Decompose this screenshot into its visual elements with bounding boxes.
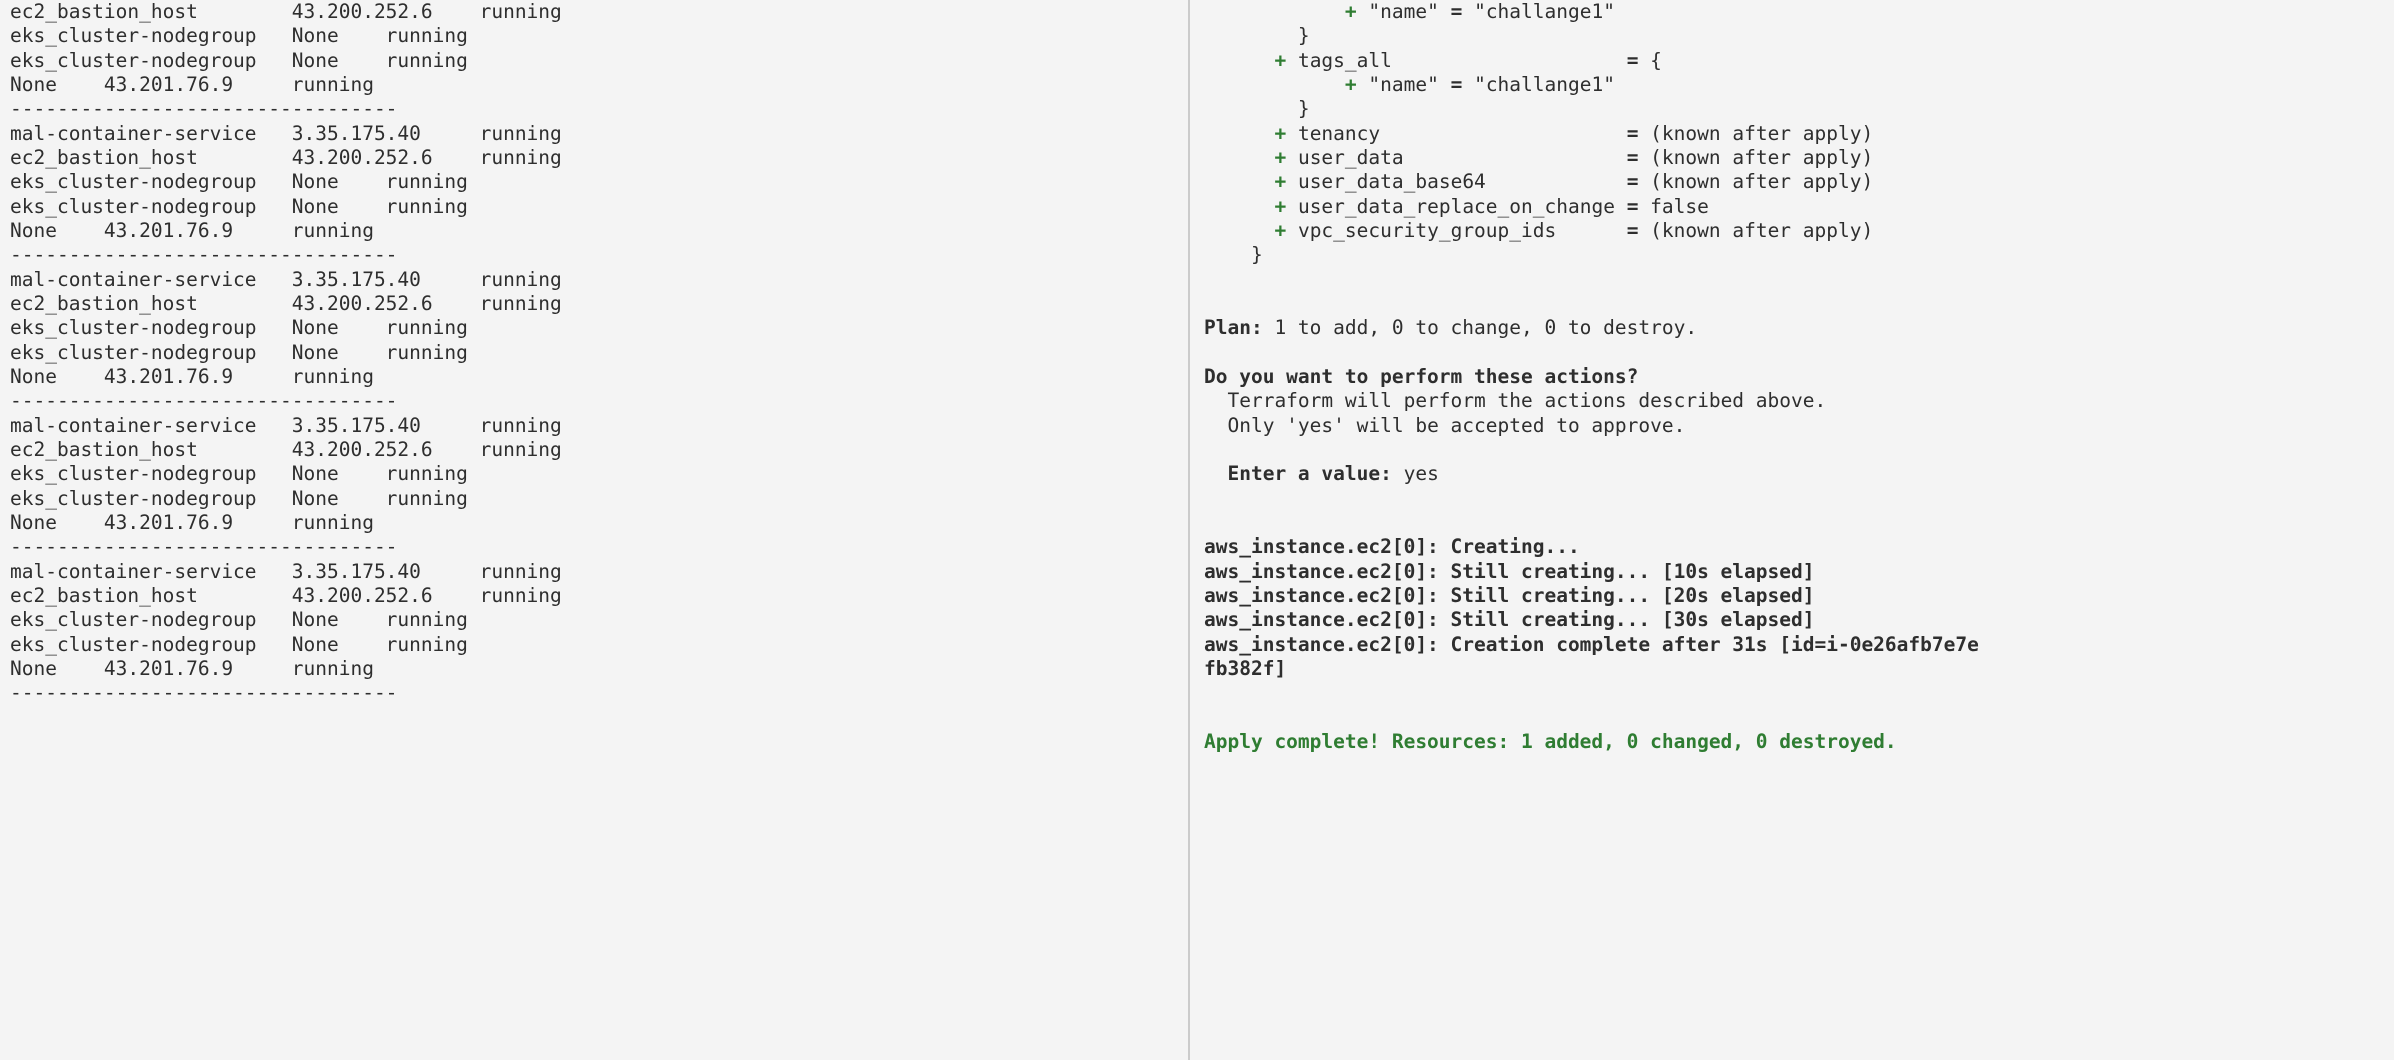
blank-line bbox=[1204, 487, 1979, 511]
apply-progress-line: aws_instance.ec2[0]: Still creating... [… bbox=[1204, 608, 1815, 632]
resource-status-line: ec2_bastion_host 43.200.252.6 running bbox=[10, 145, 562, 169]
resource-status-line: ec2_bastion_host 43.200.252.6 running bbox=[10, 0, 562, 23]
tags-all-line: + tags_all = { bbox=[1274, 48, 1662, 72]
resource-status-line: eks_cluster-nodegroup None running bbox=[10, 462, 468, 486]
resource-status-line: None 43.201.76.9 running bbox=[10, 656, 374, 680]
terraform-apply-output: + "name" = "challange1" } + tags_all = {… bbox=[1204, 0, 1979, 754]
apply-progress-line: aws_instance.ec2[0]: Creating... bbox=[1204, 535, 1580, 559]
blank-line bbox=[1204, 511, 1979, 535]
blank-line bbox=[1204, 268, 1979, 292]
separator-line: --------------------------------- bbox=[10, 681, 398, 705]
tag-name-line: + "name" = "challange1" bbox=[1344, 72, 1615, 96]
resource-status-line: eks_cluster-nodegroup None running bbox=[10, 632, 468, 656]
apply-complete-line: Apply complete! Resources: 1 added, 0 ch… bbox=[1204, 729, 1897, 753]
resource-status-line: None 43.201.76.9 running bbox=[10, 72, 374, 96]
resource-status-line: mal-container-service 3.35.175.40 runnin… bbox=[10, 121, 562, 145]
blank-line bbox=[1204, 438, 1979, 462]
blank-line bbox=[1204, 681, 1979, 705]
separator-line: --------------------------------- bbox=[10, 389, 398, 413]
resource-status-line: eks_cluster-nodegroup None running bbox=[10, 24, 468, 48]
resource-status-line: eks_cluster-nodegroup None running bbox=[10, 608, 468, 632]
resource-status-line: mal-container-service 3.35.175.40 runnin… bbox=[10, 267, 562, 291]
resource-status-line: eks_cluster-nodegroup None running bbox=[10, 48, 468, 72]
resource-status-line: ec2_bastion_host 43.200.252.6 running bbox=[10, 583, 562, 607]
blank-line bbox=[1204, 341, 1979, 365]
attribute-line-tenancy: + tenancy = (known after apply) bbox=[1274, 121, 1874, 145]
resource-status-line: None 43.201.76.9 running bbox=[10, 218, 374, 242]
resource-status-line: mal-container-service 3.35.175.40 runnin… bbox=[10, 559, 562, 583]
resource-status-line: None 43.201.76.9 running bbox=[10, 364, 374, 388]
apply-progress-line: aws_instance.ec2[0]: Still creating... [… bbox=[1204, 583, 1815, 607]
apply-progress-line: aws_instance.ec2[0]: Still creating... [… bbox=[1204, 559, 1815, 583]
close-brace-line: } bbox=[1297, 24, 1310, 48]
resource-status-line: eks_cluster-nodegroup None running bbox=[10, 170, 468, 194]
creation-complete-line-wrap: fb382f] bbox=[1204, 656, 1287, 680]
separator-line: --------------------------------- bbox=[10, 243, 398, 267]
enter-a-value-input[interactable]: Enter a value: yes bbox=[1227, 462, 1439, 486]
attribute-line-user-data-replace-on-change: + user_data_replace_on_change = false bbox=[1274, 194, 1709, 218]
separator-line: --------------------------------- bbox=[10, 535, 398, 559]
pane-divider bbox=[1188, 0, 1190, 1060]
resource-status-line: mal-container-service 3.35.175.40 runnin… bbox=[10, 413, 562, 437]
right-terminal-pane[interactable]: + "name" = "challange1" } + tags_all = {… bbox=[1190, 0, 2394, 1060]
blank-line bbox=[1204, 292, 1979, 316]
resource-status-line: eks_cluster-nodegroup None running bbox=[10, 316, 468, 340]
resource-close-brace-line: } bbox=[1250, 243, 1263, 267]
resource-status-line: ec2_bastion_host 43.200.252.6 running bbox=[10, 437, 562, 461]
separator-line: --------------------------------- bbox=[10, 97, 398, 121]
plan-summary-line: Plan: 1 to add, 0 to change, 0 to destro… bbox=[1204, 316, 1698, 340]
creation-complete-line: aws_instance.ec2[0]: Creation complete a… bbox=[1204, 632, 1979, 656]
confirm-detail-line: Only 'yes' will be accepted to approve. bbox=[1227, 413, 1686, 437]
resource-status-line: ec2_bastion_host 43.200.252.6 running bbox=[10, 291, 562, 315]
confirm-detail-line: Terraform will perform the actions descr… bbox=[1227, 389, 1827, 413]
attribute-line-user-data: + user_data = (known after apply) bbox=[1274, 145, 1874, 169]
attribute-line-vpc-security-group-ids: + vpc_security_group_ids = (known after … bbox=[1274, 218, 1874, 242]
resource-status-line: None 43.201.76.9 running bbox=[10, 510, 374, 534]
confirm-question-line: Do you want to perform these actions? bbox=[1204, 364, 1639, 388]
resource-status-line: eks_cluster-nodegroup None running bbox=[10, 486, 468, 510]
tag-name-line: + "name" = "challange1" bbox=[1344, 0, 1615, 23]
resource-status-line: eks_cluster-nodegroup None running bbox=[10, 194, 468, 218]
attribute-line-user-data-base64: + user_data_base64 = (known after apply) bbox=[1274, 170, 1874, 194]
close-brace-line: } bbox=[1297, 97, 1310, 121]
blank-line bbox=[1204, 706, 1979, 730]
resource-status-line: eks_cluster-nodegroup None running bbox=[10, 340, 468, 364]
